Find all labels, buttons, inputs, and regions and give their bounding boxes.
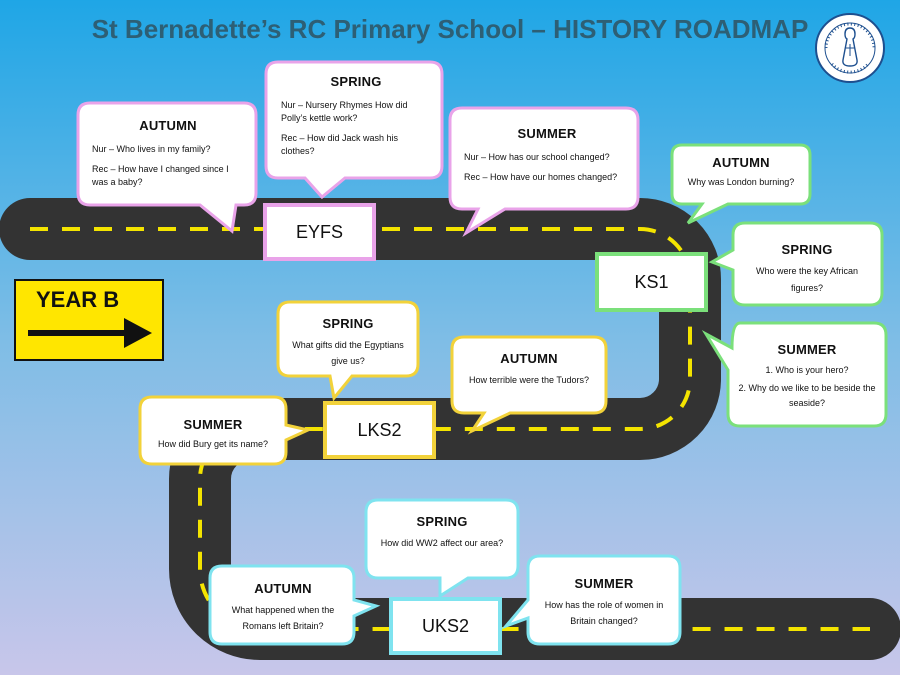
lks2-summer-text: SUMMER How did Bury get its name? [146,417,280,451]
lks2-spring-text: SPRING What gifts did the Egyptians give… [290,316,406,369]
lks2-spring-bubble [276,300,420,402]
uks2-summer-bubble [501,554,682,646]
ks1-autumn-text: AUTUMN Why was London burning? [676,155,806,189]
lks2-autumn-question: How terrible were the Tudors? [468,375,590,385]
ks1-spring-question: Who were the key African figures? [755,266,859,293]
eyfs-summer-bubble [448,106,640,238]
eyfs-autumn-text: AUTUMN Nur – Who lives in my family? Rec… [92,118,244,196]
uks2-spring-text: SPRING How did WW2 affect our area? [380,514,504,551]
lks2-autumn-bubble [450,335,608,435]
year-label: YEAR B [36,287,120,312]
uks2-summer-question: How has the role of women in Britain cha… [544,600,664,626]
stage-eyfs: EYFS [263,203,376,261]
page-title: St Bernadette’s RC Primary School – HIST… [91,14,809,44]
ks1-summer-q1: 1. Who is your hero? [765,365,849,375]
lks2-autumn-season: AUTUMN [500,351,558,366]
eyfs-summer-text: SUMMER Nur – How has our school changed?… [464,126,630,191]
ks1-summer-bubble [701,321,888,428]
eyfs-autumn-nur: Nur – Who lives in my family? [92,144,211,154]
lks2-autumn-text: AUTUMN How terrible were the Tudors? [466,351,592,388]
ks1-autumn-question: Why was London burning? [687,177,795,187]
uks2-spring-season: SPRING [416,514,468,529]
uks2-spring-bubble [364,498,520,599]
ks1-summer-season: SUMMER [777,342,837,357]
lks2-spring-question: What gifts did the Egyptians give us? [292,340,404,366]
ks1-summer-q2: 2. Why do we like to be beside the seasi… [738,383,876,408]
lks2-summer-bubble [138,395,313,466]
eyfs-summer-nur: Nur – How has our school changed? [464,152,610,162]
uks2-summer-text: SUMMER How has the role of women in Brit… [538,576,670,629]
ks1-spring-season: SPRING [781,242,833,257]
eyfs-spring-bubble [264,60,444,200]
eyfs-autumn-rec: Rec – How have I changed since I was a b… [92,164,229,187]
stage-ks1: KS1 [595,252,708,312]
uks2-autumn-text: AUTUMN What happened when the Romans lef… [220,581,346,634]
eyfs-spring-season: SPRING [330,74,382,89]
eyfs-autumn-bubble [76,101,258,234]
lks2-summer-question: How did Bury get its name? [157,439,269,449]
ks1-spring-text: SPRING Who were the key African figures? [745,242,869,297]
stage-lks2: LKS2 [323,401,436,459]
eyfs-spring-text: SPRING Nur – Nursery Rhymes How did Poll… [281,74,431,165]
lks2-summer-season: SUMMER [183,417,243,432]
ks1-summer-text: SUMMER 1. Who is your hero? 2. Why do we… [736,342,878,418]
uks2-summer-season: SUMMER [574,576,634,591]
eyfs-summer-season: SUMMER [517,126,577,141]
eyfs-spring-rec: Rec – How did Jack wash his clothes? [281,133,399,156]
eyfs-spring-nur: Nur – Nursery Rhymes How did Polly’s ket… [281,100,408,123]
uks2-autumn-question: What happened when the Romans left Brita… [231,605,335,631]
uks2-spring-question: How did WW2 affect our area? [380,538,504,548]
year-b-sign: YEAR B [14,279,164,361]
lks2-spring-season: SPRING [322,316,374,331]
eyfs-summer-rec: Rec – How have our homes changed? [464,172,618,182]
school-crest-icon [815,13,885,83]
ks1-autumn-bubble [670,143,812,225]
uks2-autumn-season: AUTUMN [254,581,312,596]
stage-uks2: UKS2 [389,597,502,655]
arrow-right-icon [28,318,152,348]
uks2-autumn-bubble [208,564,381,646]
ks1-autumn-season: AUTUMN [712,155,770,170]
ks1-spring-bubble [708,221,884,307]
eyfs-autumn-season: AUTUMN [139,118,197,133]
